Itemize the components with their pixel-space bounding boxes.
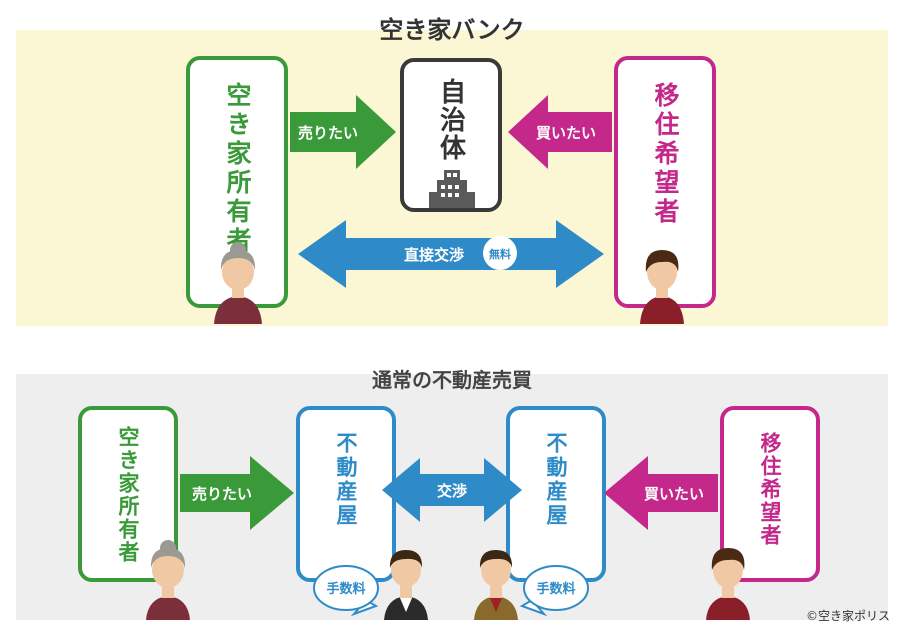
agent-label-right: 不動産屋 <box>544 432 568 528</box>
municipality-box: 自治体 <box>400 58 502 212</box>
buyer-box-bottom: 移住希望者 <box>720 406 820 582</box>
agent-box-right: 不動産屋 <box>506 406 606 582</box>
buyer-box-top: 移住希望者 <box>614 56 716 308</box>
normal-sale-title: 通常の不動産売買 <box>372 368 532 392</box>
owner-label-bottom: 空き家所有者 <box>116 426 140 564</box>
owner-label-top: 空き家所有者 <box>223 82 252 256</box>
copyright-notice: ©空き家ポリス <box>805 609 890 623</box>
owner-box-bottom: 空き家所有者 <box>78 406 178 582</box>
buyer-label-top: 移住希望者 <box>651 82 680 227</box>
owner-box-top: 空き家所有者 <box>186 56 288 308</box>
buyer-label-bottom: 移住希望者 <box>758 432 782 547</box>
municipality-label: 自治体 <box>435 78 466 162</box>
agent-box-left: 不動産屋 <box>296 406 396 582</box>
akiya-bank-title: 空き家バンク <box>379 16 525 44</box>
agent-label-left: 不動産屋 <box>334 432 358 528</box>
